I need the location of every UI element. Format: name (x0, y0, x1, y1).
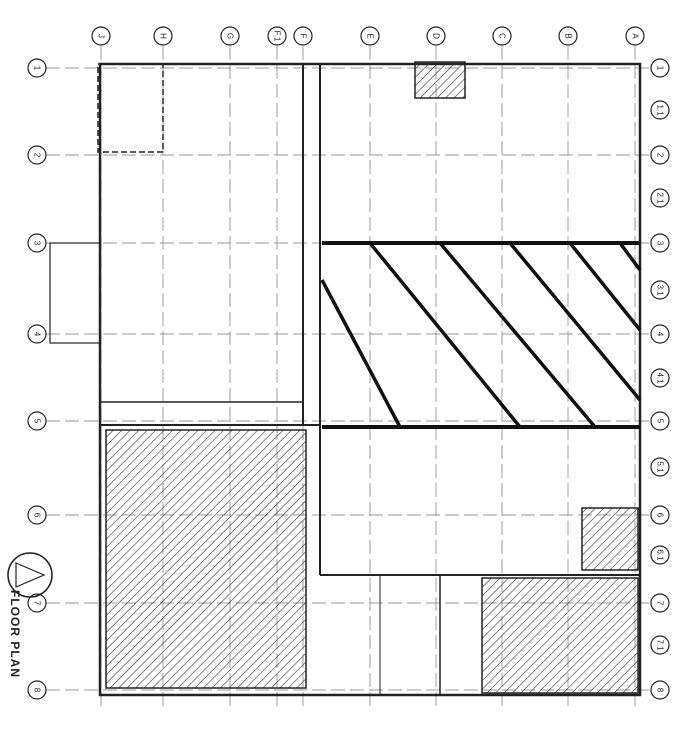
grid-bubble-row-right-label: 4 (656, 332, 665, 337)
grid-bubble-column: E (360, 26, 380, 46)
grid-bubble-row-right: 5 (650, 411, 670, 431)
hatch-stroke (368, 241, 522, 429)
grid-bubble-column-label: A (631, 33, 640, 39)
grid-bubble-row-right: 4 (650, 324, 670, 344)
grid-bubble-row-right: 6 (650, 505, 670, 525)
grid-bubble-column: F (293, 26, 313, 46)
grid-bubble-row-right-label: 6 (656, 513, 665, 518)
grid-bubble-column: C (492, 26, 512, 46)
grid-bubble-row-right-label: 6.1 (656, 549, 665, 561)
grid-bubble-row-right: 3 (650, 233, 670, 253)
grid-bubble-row-left: 7 (27, 593, 47, 613)
grid-bubble-row-right-label: 7 (656, 601, 665, 606)
grid-bubble-column-label: H (159, 33, 168, 39)
grid-bubble-row-right: 7 (650, 593, 670, 613)
grid-bubble-row-right-label: 5 (656, 419, 665, 424)
grid-bubble-column-label: D (432, 33, 441, 39)
grid-bubble-row-left-label: 6 (33, 513, 42, 518)
grid-bubble-row-right: 1 (650, 58, 670, 78)
grid-bubble-row-right-label: 1.1 (656, 104, 665, 116)
grid-bubble-column-label: E (366, 33, 375, 38)
grid-bubble-column: H (153, 26, 173, 46)
grid-bubble-row-right-label: 2.1 (656, 192, 665, 204)
grid-bubble-row-left-label: 2 (33, 153, 42, 158)
hatch-stroke (618, 241, 642, 272)
grid-bubble-row-right-label: 5.1 (656, 461, 665, 473)
grid-bubble-row-left: 8 (27, 680, 47, 700)
grid-bubble-row-right-label: 7.1 (656, 639, 665, 651)
grid-bubble-column-label: J (97, 34, 106, 38)
grid-bubbles: J H G F.1 F E D C B A 1 2 3 4 5 6 7 8 1 1.1 2 2.1 3 3.1 4 4.1 5 5.1… (27, 26, 670, 700)
grid-bubble-row-right-label: 8 (656, 688, 665, 693)
grid-bubble-row-left-label: 7 (33, 601, 42, 606)
grid-bubble-row-right: 2.1 (650, 188, 670, 208)
grid-bubble-row-left: 3 (27, 233, 47, 253)
grid-bubble-column: F.1 (267, 26, 287, 46)
grid-bubble-row-right: 8 (650, 680, 670, 700)
grid-bubble-column: J (91, 26, 111, 46)
grid-bubble-row-right: 6.1 (650, 545, 670, 565)
hatch-stroke (438, 241, 597, 429)
grid-bubble-row-left: 2 (27, 145, 47, 165)
grid-bubble-row-left-label: 8 (33, 688, 42, 693)
grid-bubble-row-left: 4 (27, 324, 47, 344)
grid-bubble-column-label: B (564, 33, 573, 38)
hatched-band (320, 241, 642, 429)
grid-bubble-row-right-label: 4.1 (656, 372, 665, 384)
grid-bubble-row-right: 3.1 (650, 280, 670, 300)
grid-bubble-row-left-label: 3 (33, 241, 42, 246)
grid-bubble-row-right: 1.1 (650, 100, 670, 120)
drawing-title: FLOOR PLAN (8, 590, 22, 678)
grid-bubble-row-left: 1 (27, 58, 47, 78)
grid-bubble-row-left-label: 4 (33, 332, 42, 337)
grid-bubble-column-label: G (226, 33, 235, 39)
hatch-stroke (568, 241, 642, 332)
grid-bubble-row-right: 7.1 (650, 635, 670, 655)
grid-bubble-row-right: 4.1 (650, 368, 670, 388)
building-walls (49, 62, 642, 697)
north-arrow-icon (7, 552, 53, 598)
grid-bubble-row-right: 5.1 (650, 457, 670, 477)
grid-bubble-column-label: C (498, 33, 507, 39)
grid-bubble-row-right-label: 2 (656, 153, 665, 158)
grid-bubble-row-right-label: 3 (656, 241, 665, 246)
grid-bubble-row-right: 2 (650, 145, 670, 165)
grid-bubble-column: A (625, 26, 645, 46)
grid-bubble-row-left-label: 5 (33, 419, 42, 424)
grid-bubble-column: D (426, 26, 446, 46)
hatch-stroke (508, 241, 642, 402)
grid-bubble-column: B (558, 26, 578, 46)
grid-bubble-row-left: 6 (27, 505, 47, 525)
grid-bubble-row-right-label: 1 (656, 66, 665, 71)
hatch-stroke (320, 279, 402, 428)
grid-bubble-row-left-label: 1 (33, 66, 42, 71)
hatched-areas (105, 61, 639, 694)
grid-bubble-column: G (220, 26, 240, 46)
grid-bubble-row-right-label: 3.1 (656, 284, 665, 296)
grid-bubble-column-label: F.1 (273, 31, 282, 42)
grid-bubble-row-left: 5 (27, 411, 47, 431)
grid-bubble-column-label: F (299, 34, 308, 39)
